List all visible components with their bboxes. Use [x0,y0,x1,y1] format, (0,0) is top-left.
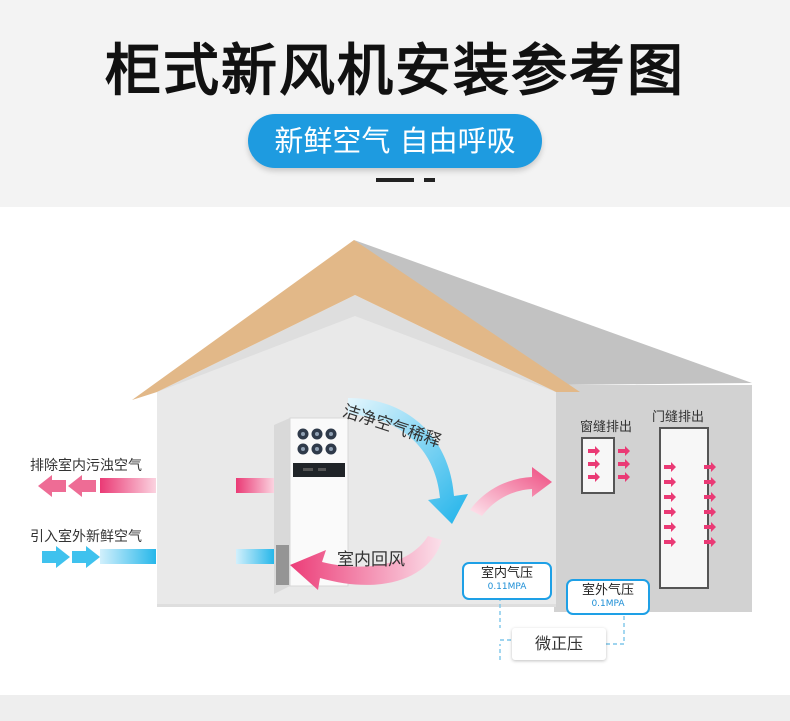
intake-duct-inside [236,549,274,564]
bottom-band [0,695,790,721]
title-divider [376,178,414,182]
fresh-in-label: 引入室外新鲜空气 [30,529,142,545]
exhaust-arrow-icon [38,475,66,497]
exhaust-arrow-icon [664,492,676,502]
exhaust-arrow-icon [704,477,716,487]
exhaust-arrow-icon [704,507,716,517]
intake-duct-outside [100,549,156,564]
exhaust-arrow-icon [664,507,676,517]
exhaust-arrow-icon [704,522,716,532]
exhaust-out-label: 排除室内污浊空气 [30,458,142,474]
exhaust-arrow-icon [588,472,600,482]
exhaust-arrow-icon [618,459,630,469]
exhaust-arrow-icon [664,522,676,532]
exhaust-arrow-icon [618,472,630,482]
roof-side [354,240,752,385]
exhaust-arrow-icon [588,446,600,456]
return-air-flow-arrow [290,536,442,590]
exhaust-arrow-icon [704,492,716,502]
interior-shade [157,316,556,604]
door-exhaust-label: 门缝排出 [652,410,705,425]
fresh-air-arrows-outside [42,546,100,568]
exhaust-arrows-outside [38,475,96,497]
title-divider-dot [424,178,435,182]
window-exhaust-arrows [588,446,630,482]
outdoor-pressure-value: 0.1MPA [591,599,625,609]
pressure-connector [499,597,625,660]
exhaust-duct-inside [236,478,274,493]
micro-positive-pressure-label: 微正压 [512,628,606,660]
exhaust-arrow-icon [664,537,676,547]
slogan-badge: 新鲜空气 自由呼吸 [248,114,542,168]
header: 柜式新风机安装参考图 新鲜空气 自由呼吸 [0,0,790,207]
exhaust-arrow-icon [704,462,716,472]
outdoor-pressure-label: 室外气压 [581,583,634,598]
indoor-pressure-box: 室内气压 0.11MPA [462,562,552,600]
exhaust-arrow-icon [618,446,630,456]
page-title: 柜式新风机安装参考图 [105,39,685,104]
door-exhaust-arrows [664,462,716,547]
window-exhaust-label: 窗缝排出 [580,420,633,435]
fresh-air-arrow-icon [72,546,100,568]
indoor-pressure-value: 0.11MPA [487,582,527,592]
exhaust-arrow-icon [664,462,676,472]
exhaust-arrow-icon [68,475,96,497]
exhaust-duct-outside [100,478,156,493]
exhaust-flow-arrow [470,467,552,516]
indoor-return-label: 室内回风 [337,550,405,570]
door-icon [659,427,709,589]
indoor-pressure-label: 室内气压 [480,566,533,581]
fresh-air-arrow-icon [42,546,70,568]
outdoor-pressure-box: 室外气压 0.1MPA [566,579,650,615]
clean-air-flow-arrow [348,398,468,524]
exhaust-arrow-icon [664,477,676,487]
exhaust-arrow-icon [588,459,600,469]
air-purifier-unit [274,417,349,594]
roof-trim [132,240,580,400]
exhaust-arrow-icon [704,537,716,547]
